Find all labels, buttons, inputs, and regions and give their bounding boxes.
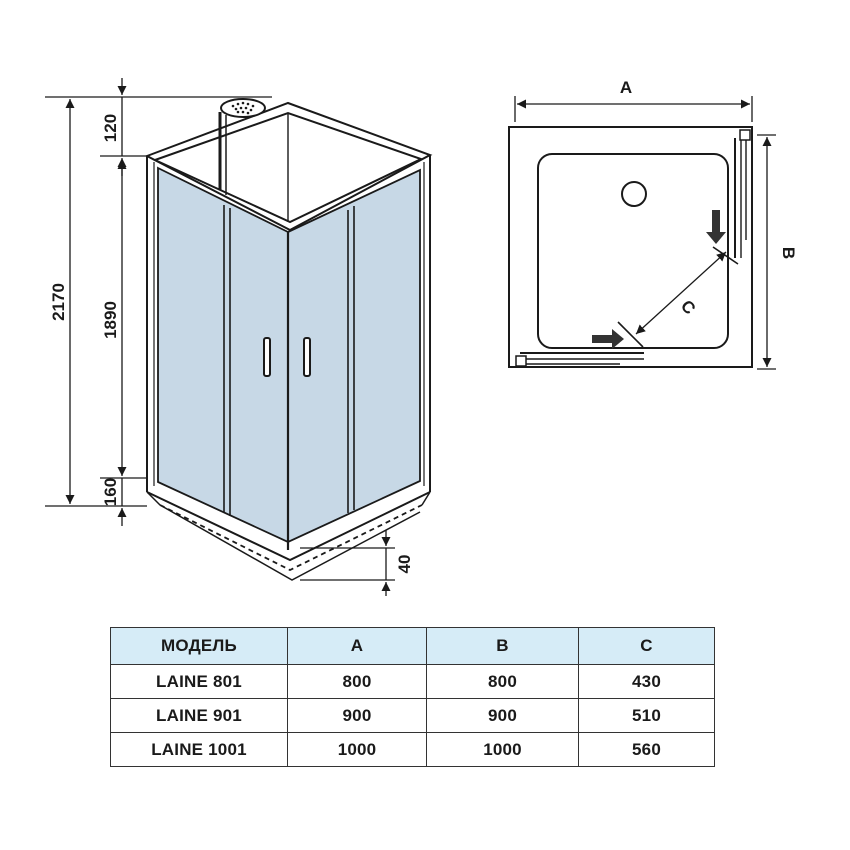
base-height-label: 160 bbox=[101, 478, 120, 506]
door-arrows bbox=[592, 210, 726, 349]
table-row: LAINE 901 900 900 510 bbox=[110, 698, 715, 733]
table-row: LAINE 801 800 800 430 bbox=[110, 664, 715, 699]
value-b: 1000 bbox=[426, 732, 579, 767]
front-view bbox=[144, 98, 433, 581]
value-c: 430 bbox=[578, 664, 715, 699]
specifications-table: МОДЕЛЬ A B C LAINE 801 800 800 430 LAINE… bbox=[110, 627, 715, 767]
shower-tray bbox=[537, 153, 729, 349]
drain-icon bbox=[621, 181, 647, 207]
header-b: B bbox=[426, 627, 579, 665]
header-model: МОДЕЛЬ bbox=[110, 627, 288, 665]
shower-head-icon bbox=[220, 98, 266, 118]
shower-cabin-drawing: 2170 120 1890 160 40 A B C bbox=[45, 78, 798, 596]
model-name: LAINE 1001 bbox=[110, 732, 288, 767]
table-header-row: МОДЕЛЬ A B C bbox=[110, 627, 715, 665]
plan-outer bbox=[508, 126, 753, 368]
depth-label-b: B bbox=[779, 247, 798, 259]
specifications-table-wrapper: МОДЕЛЬ A B C LAINE 801 800 800 430 LAINE… bbox=[110, 627, 715, 767]
model-name: LAINE 801 bbox=[110, 664, 288, 699]
plan-view bbox=[508, 126, 753, 368]
value-b: 800 bbox=[426, 664, 579, 699]
model-name: LAINE 901 bbox=[110, 698, 288, 733]
arrow-down-icon bbox=[706, 210, 726, 244]
plan-dimensions bbox=[514, 96, 776, 370]
total-height-label: 2170 bbox=[49, 283, 68, 321]
value-a: 1000 bbox=[287, 732, 427, 767]
left-handle bbox=[263, 337, 271, 377]
header-c: C bbox=[578, 627, 715, 665]
right-handle bbox=[303, 337, 311, 377]
value-a: 800 bbox=[287, 664, 427, 699]
tray-depth-label: 40 bbox=[395, 555, 414, 574]
value-c: 510 bbox=[578, 698, 715, 733]
header-a: A bbox=[287, 627, 427, 665]
door-height-label: 1890 bbox=[101, 301, 120, 339]
value-a: 900 bbox=[287, 698, 427, 733]
height-dimensions bbox=[45, 78, 395, 596]
value-b: 900 bbox=[426, 698, 579, 733]
value-c: 560 bbox=[578, 732, 715, 767]
width-label-a: A bbox=[620, 78, 632, 97]
table-row: LAINE 1001 1000 1000 560 bbox=[110, 732, 715, 767]
arrow-right-icon bbox=[592, 329, 624, 349]
top-height-label: 120 bbox=[101, 114, 120, 142]
